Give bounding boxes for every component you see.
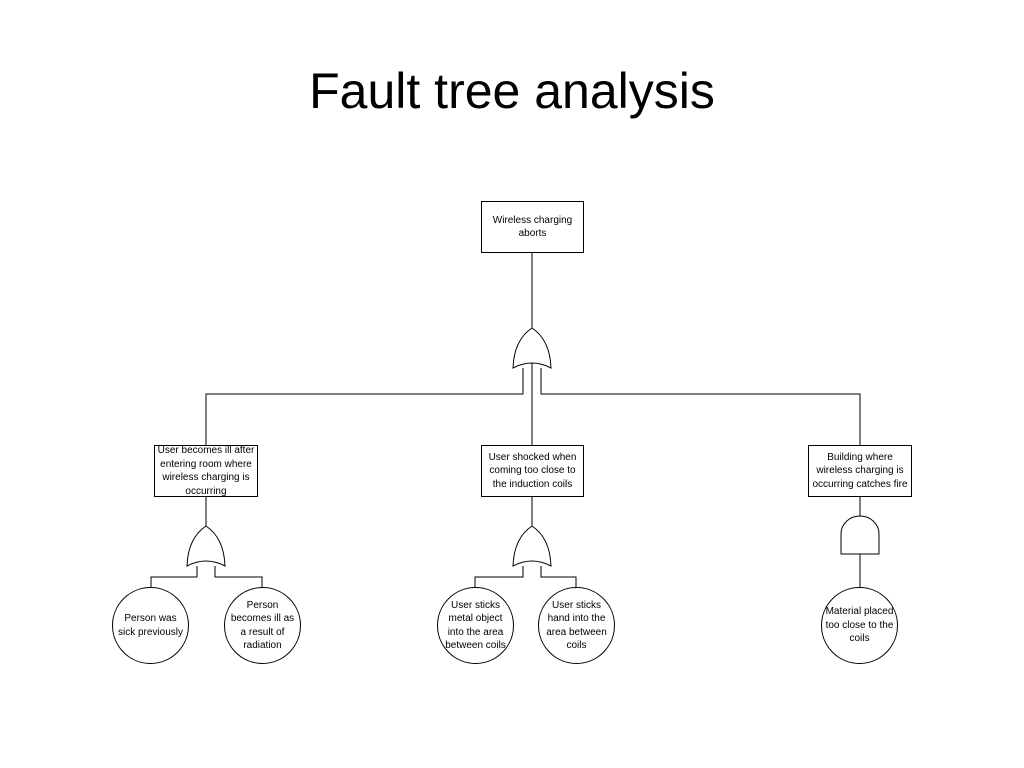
slide-title: Fault tree analysis [309, 63, 715, 119]
intermediate-event-shock-label: User shocked when coming too close to th… [488, 451, 577, 490]
or-gate-top [512, 327, 552, 369]
intermediate-event-ill-label: User becomes ill after entering room whe… [157, 445, 255, 497]
intermediate-event-fire: Building where wireless charging is occu… [808, 445, 912, 497]
intermediate-event-ill: User becomes ill after entering room whe… [154, 445, 258, 497]
basic-event-radiation: Person becomes ill as a result of radiat… [224, 587, 301, 664]
intermediate-event-shock: User shocked when coming too close to th… [481, 445, 584, 497]
basic-event-sick: Person was sick previously [112, 587, 189, 664]
basic-event-metal: User sticks metal object into the area b… [437, 587, 514, 664]
basic-event-hand: User sticks hand into the area between c… [538, 587, 615, 664]
top-event-label: Wireless charging aborts [492, 214, 573, 240]
basic-event-material: Material placed too close to the coils [821, 587, 898, 664]
or-gate-shock [512, 525, 552, 567]
and-gate-fire [840, 515, 880, 555]
or-gate-ill [186, 525, 226, 567]
connector-hand [540, 566, 577, 592]
top-event-box: Wireless charging aborts [481, 201, 584, 253]
intermediate-event-fire-label: Building where wireless charging is occu… [812, 451, 908, 490]
connector-to-ill [205, 368, 524, 446]
basic-event-material-label: Material placed too close to the coils [825, 606, 894, 645]
basic-event-sick-label: Person was sick previously [117, 613, 184, 638]
connector-sick [150, 566, 198, 592]
basic-event-radiation-label: Person becomes ill as a result of radiat… [230, 599, 295, 652]
basic-event-hand-label: User sticks hand into the area between c… [546, 599, 607, 652]
connector-to-fire [540, 368, 861, 446]
connector-metal [474, 566, 524, 592]
connector-radiation [214, 566, 263, 592]
basic-event-metal-label: User sticks metal object into the area b… [445, 599, 506, 652]
